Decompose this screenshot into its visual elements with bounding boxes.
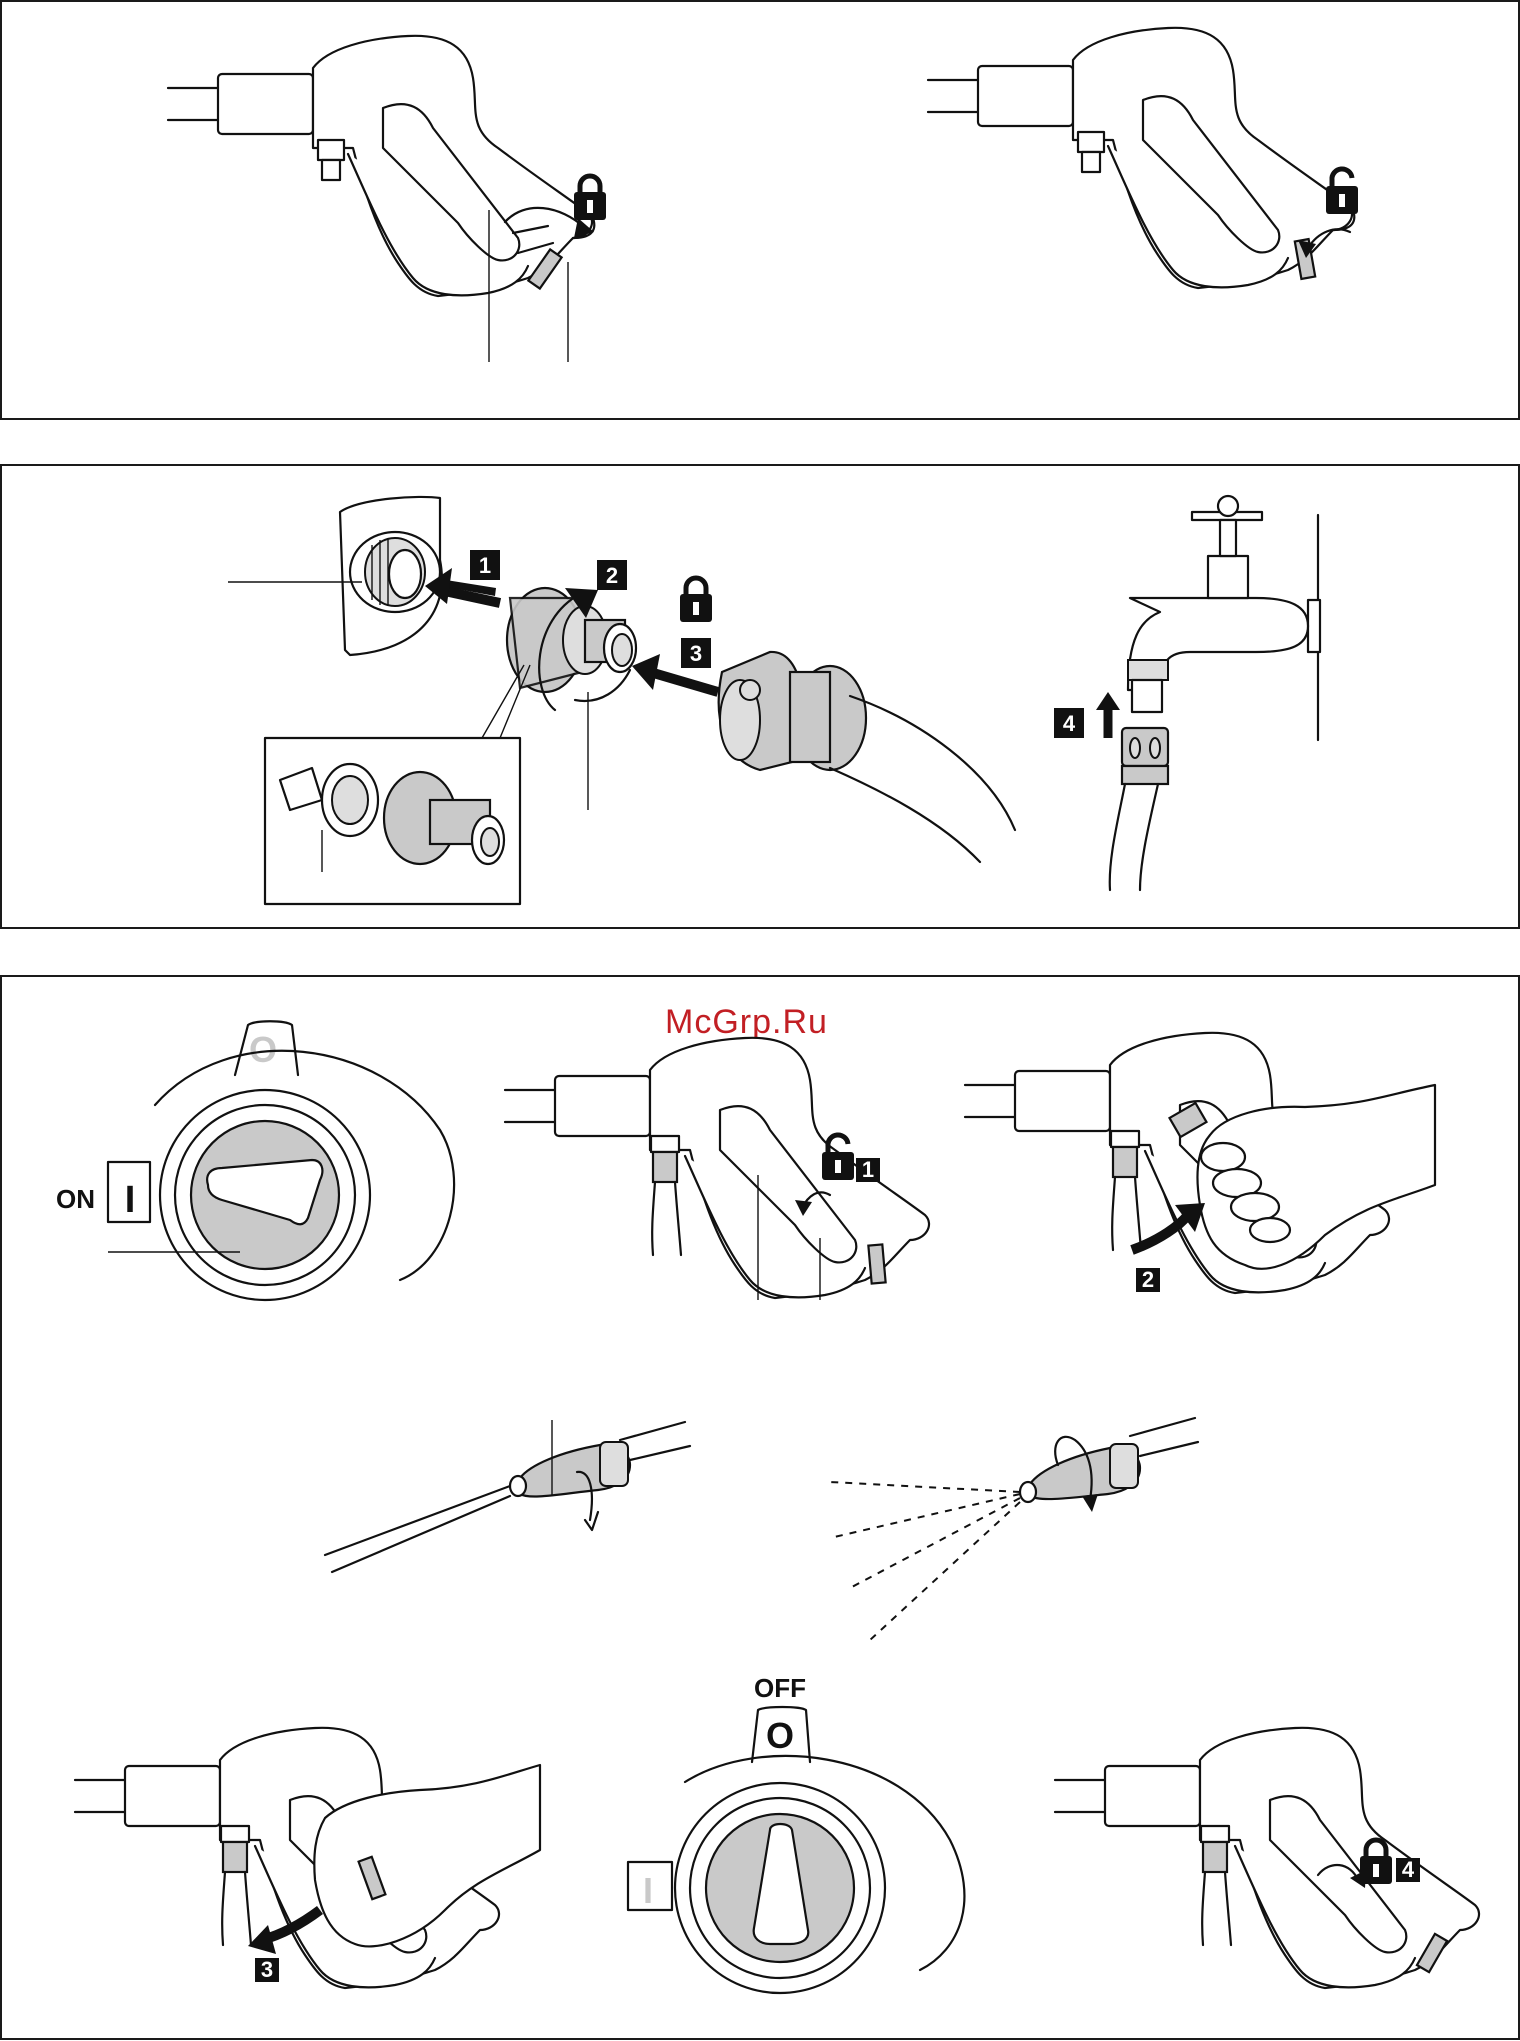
op-step-3-number: 3 (261, 1957, 273, 1982)
step-badge-3: 3 (681, 638, 711, 668)
step-badge-4: 4 (1054, 708, 1084, 738)
step-badge-1: 1 (856, 1157, 880, 1182)
step-badge-3: 3 (255, 1957, 279, 1982)
switch-off-symbol: O (766, 1715, 794, 1756)
switch-on-symbol: I (125, 1179, 136, 1221)
panel-trigger-lock (1, 1, 1519, 419)
op-step-4-number: 4 (1402, 1857, 1415, 1882)
step-badge-4: 4 (1396, 1857, 1420, 1882)
switch-off-symbol-ghost: O (249, 1029, 277, 1070)
step-4-number: 4 (1063, 711, 1076, 736)
op-step-2-number: 2 (1142, 1267, 1154, 1292)
panel-hose-connection: 1 2 3 (1, 465, 1519, 928)
op-step-1-number: 1 (862, 1157, 874, 1182)
step-badge-1: 1 (470, 550, 500, 580)
switch-on-label: ON (56, 1184, 95, 1214)
watermark: McGrp.Ru (665, 1003, 828, 1041)
step-3-number: 3 (690, 641, 702, 666)
step-badge-2: 2 (597, 560, 627, 590)
step-1-number: 1 (479, 553, 491, 578)
step-badge-2: 2 (1136, 1267, 1160, 1292)
switch-off-label: OFF (754, 1673, 806, 1703)
panel-operation: McGrp.Ru O I ON 1 (1, 976, 1519, 2039)
step-2-number: 2 (606, 563, 618, 588)
switch-on-symbol-ghost: I (643, 1870, 653, 1911)
